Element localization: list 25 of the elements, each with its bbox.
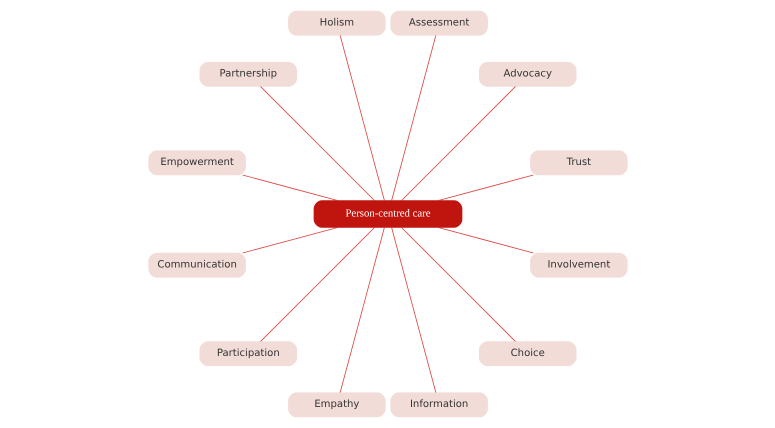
node-box: Choice <box>478 341 576 366</box>
connector <box>400 227 516 342</box>
connector <box>339 35 384 201</box>
node-box: Holism <box>288 10 386 36</box>
node-box: Involvement <box>530 252 628 278</box>
connector <box>242 174 338 201</box>
connector <box>260 86 374 201</box>
connector <box>438 227 534 254</box>
connector <box>390 227 436 393</box>
node-box: Empowerment <box>148 150 246 176</box>
node-box: Person-centred care <box>313 200 462 228</box>
connector <box>438 174 534 201</box>
node-box: Trust <box>530 150 628 176</box>
node-box: Advocacy <box>478 62 576 87</box>
connector <box>390 35 436 201</box>
connector <box>260 227 374 342</box>
node-box: Communication <box>148 252 246 278</box>
node-box: Participation <box>199 341 297 366</box>
node-box: Information <box>390 392 488 418</box>
connector <box>339 227 384 393</box>
node-box: Assessment <box>390 10 488 36</box>
connector <box>242 227 338 254</box>
connector <box>400 86 516 201</box>
node-box: Empathy <box>288 392 386 418</box>
node-box: Partnership <box>199 62 297 87</box>
